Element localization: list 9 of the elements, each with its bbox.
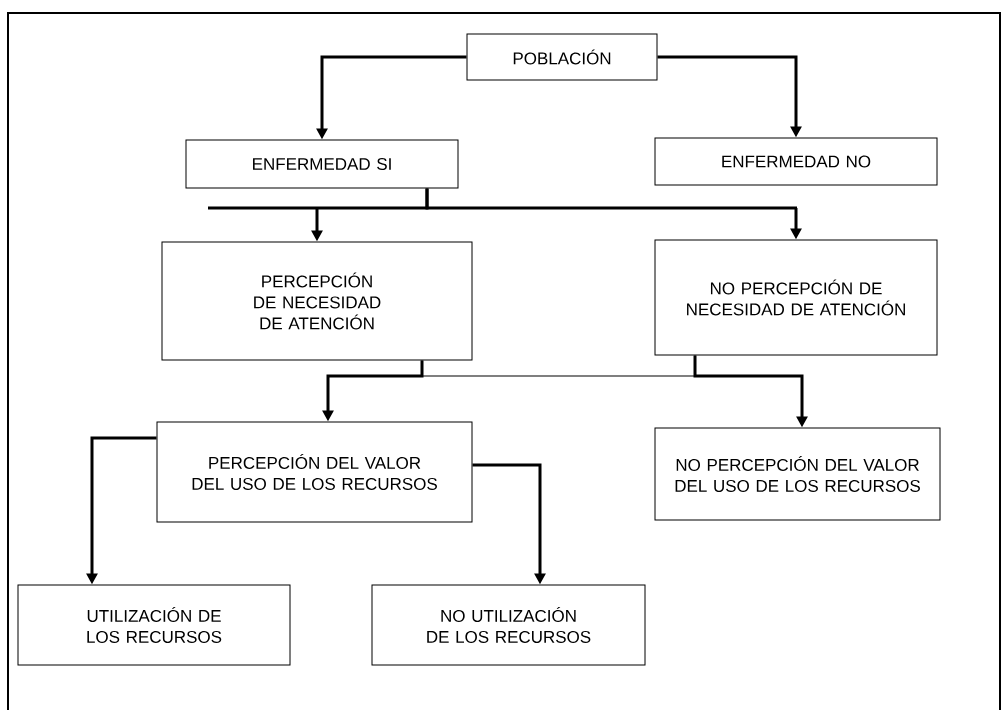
process-box: PERCEPCIÓN DEL VALOR DEL USO DE LOS RECURSOS bbox=[156, 421, 473, 523]
process-box: PERCEPCIÓN DE NECESIDAD DE ATENCIÓN bbox=[161, 241, 473, 361]
process-box: UTILIZACIÓN DE LOS RECURSOS bbox=[17, 584, 291, 666]
process-box: POBLACIÓN bbox=[466, 33, 658, 81]
process-box: NO PERCEPCIÓN DE NECESIDAD DE ATENCIÓN bbox=[654, 239, 938, 356]
process-box: ENFERMEDAD SI bbox=[185, 139, 459, 189]
process-box: NO UTILIZACIÓN DE LOS RECURSOS bbox=[371, 584, 646, 666]
process-box: NO PERCEPCIÓN DEL VALOR DEL USO DE LOS RECURSOS bbox=[654, 427, 941, 521]
process-box: ENFERMEDAD NO bbox=[654, 137, 938, 186]
